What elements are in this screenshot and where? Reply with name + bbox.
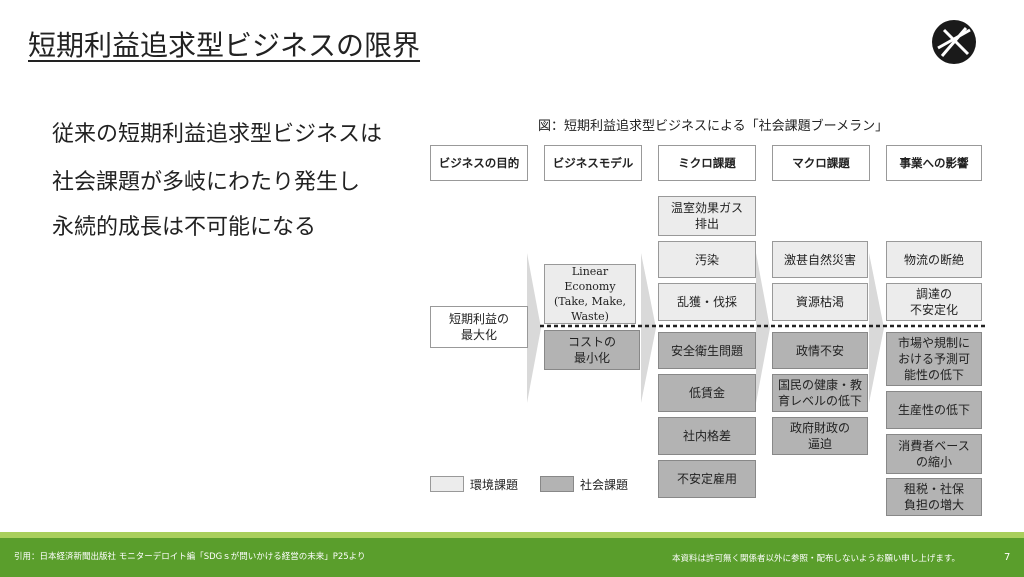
legend-env-swatch <box>430 476 464 492</box>
impact-soc-box: 租税・社保 負担の増大 <box>886 478 982 516</box>
arrow-2 <box>641 253 656 403</box>
diagram-caption: 図：短期利益追求型ビジネスによる「社会課題ブーメラン」 <box>538 119 889 134</box>
brand-logo-icon <box>932 20 976 64</box>
header-micro: ミクロ課題 <box>658 145 756 181</box>
micro-soc-box: 低賃金 <box>658 374 756 412</box>
impact-env-box: 物流の断絶 <box>886 241 982 278</box>
micro-env-box: 乱獲・伐採 <box>658 283 756 321</box>
impact-env-box: 調達の 不安定化 <box>886 283 982 321</box>
micro-soc-box: 不安定雇用 <box>658 460 756 498</box>
page-number: 7 <box>1004 552 1011 563</box>
arrow-3 <box>756 253 770 403</box>
impact-soc-box: 生産性の低下 <box>886 391 982 429</box>
footer-citation: 引用：日本経済新聞出版社 モニターデロイト編「SDGｓが問いかける経営の未来」P… <box>14 552 366 562</box>
footer-notice: 本資料は許可無く関係者以外に参照・配布しないようお願い申し上げます。 <box>672 554 960 564</box>
macro-soc-box: 政府財政の 逼迫 <box>772 417 868 455</box>
header-macro: マクロ課題 <box>772 145 870 181</box>
macro-soc-box: 政情不安 <box>772 332 868 369</box>
impact-soc-box: 消費者ベース の縮小 <box>886 434 982 474</box>
slide-title: 短期利益追求型ビジネスの限界 <box>28 29 421 62</box>
micro-soc-box: 社内格差 <box>658 417 756 455</box>
header-impact: 事業への影響 <box>886 145 982 181</box>
header-purpose: ビジネスの目的 <box>430 145 528 181</box>
impact-soc-box: 市場や規制に おける予測可 能性の低下 <box>886 332 982 386</box>
legend-env-label: 環境課題 <box>470 478 519 492</box>
footer-bar <box>0 538 1024 577</box>
footer-stripe <box>0 532 1024 538</box>
bullet-1: 従来の短期利益追求型ビジネスは <box>52 122 383 147</box>
legend-soc-label: 社会課題 <box>580 478 629 492</box>
micro-soc-box: 安全衛生問題 <box>658 332 756 369</box>
arrow-4 <box>869 253 884 403</box>
macro-soc-box: 国民の健康・教 育レベルの低下 <box>772 374 868 412</box>
legend-soc-swatch <box>540 476 574 492</box>
bullet-3: 永続的成長は不可能になる <box>52 215 317 240</box>
micro-env-box: 汚染 <box>658 241 756 278</box>
model-env-box: Linear Economy (Take, Make, Waste) <box>544 264 636 324</box>
arrow-1 <box>527 253 541 403</box>
macro-env-box: 激甚自然災害 <box>772 241 868 278</box>
micro-env-box: 温室効果ガス 排出 <box>658 196 756 236</box>
header-model: ビジネスモデル <box>544 145 642 181</box>
purpose-box: 短期利益の 最大化 <box>430 306 528 348</box>
bullet-2: 社会課題が多岐にわたり発生し <box>52 170 361 195</box>
model-soc-box: コストの 最小化 <box>544 330 640 370</box>
macro-env-box: 資源枯渇 <box>772 283 868 321</box>
